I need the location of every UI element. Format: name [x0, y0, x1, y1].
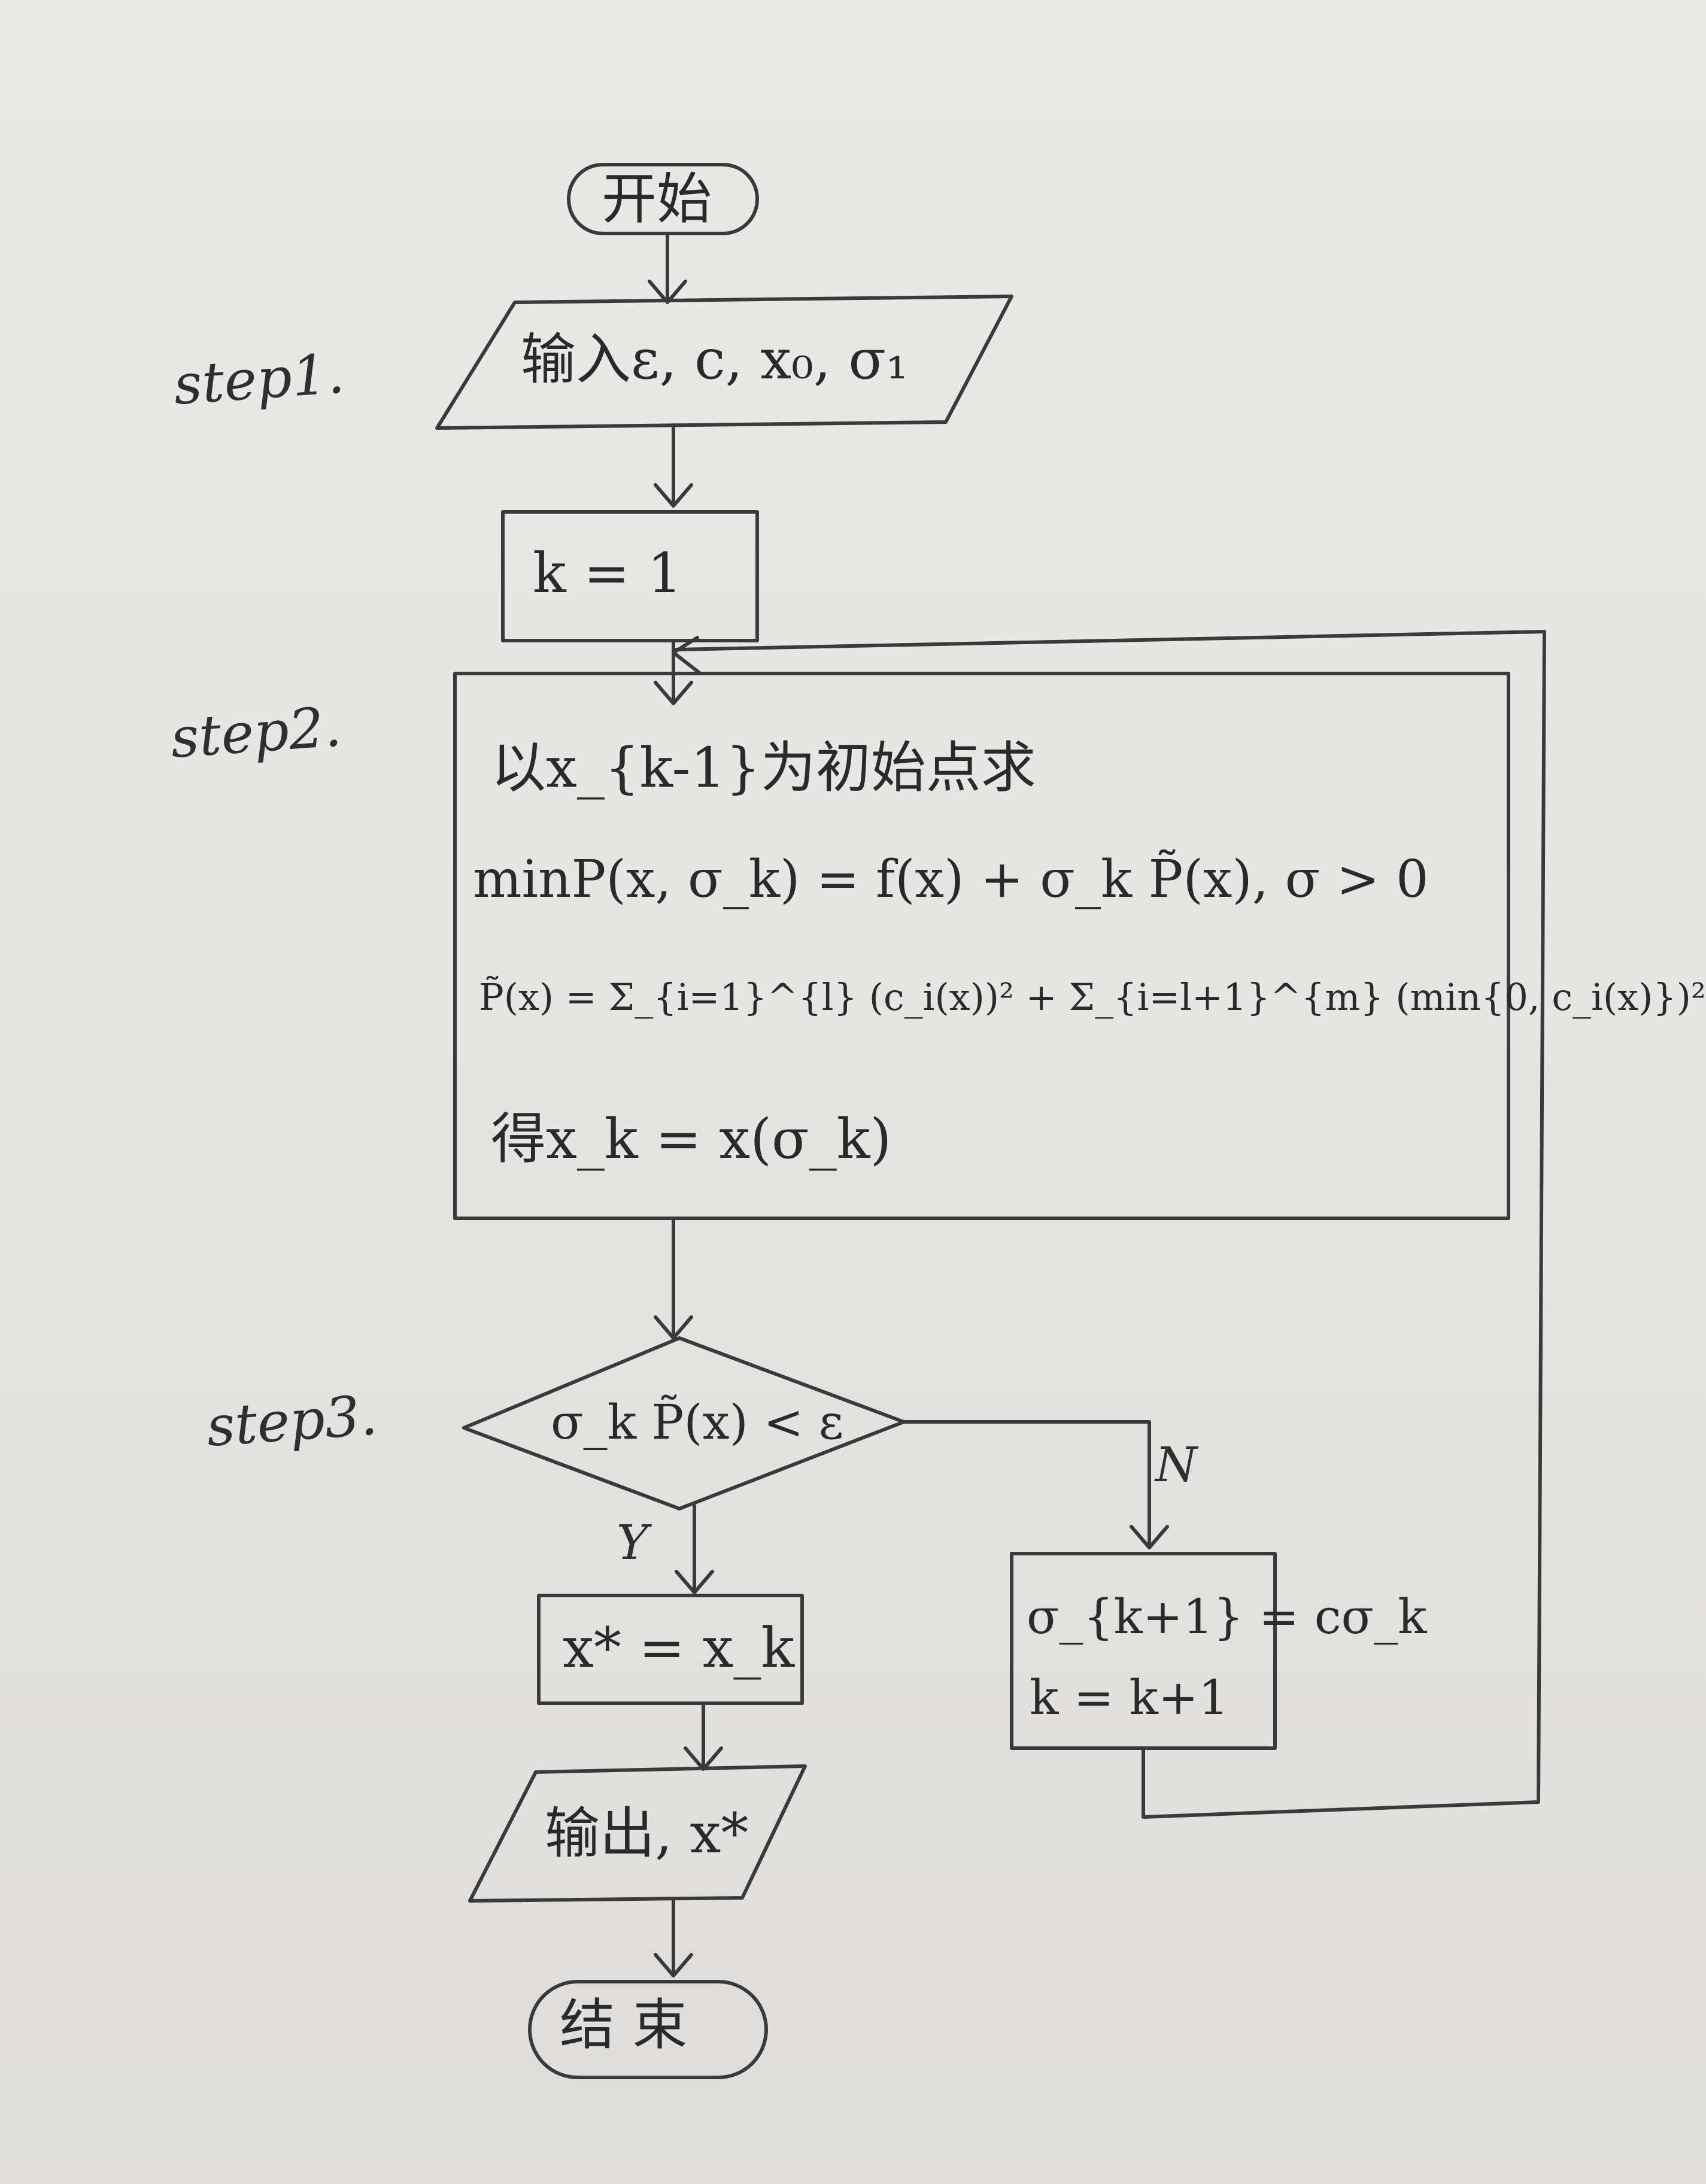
- result-text: x* = x_k: [563, 1616, 795, 1680]
- output-text: 输出, x*: [545, 1801, 749, 1866]
- yes-label: Y: [617, 1515, 648, 1570]
- result-box: [537, 1594, 804, 1705]
- process-line1: 以x_{k-1}为初始点求: [491, 736, 1036, 800]
- process-box: [453, 672, 1510, 1220]
- process-line2: minP(x, σ_k) = f(x) + σ_k P̃(x), σ > 0: [473, 850, 1429, 909]
- step3-label: step3.: [204, 1383, 380, 1459]
- process-line4: 得x_k = x(σ_k): [491, 1107, 892, 1171]
- decision-text: σ_k P̃(x) < ε: [551, 1394, 844, 1450]
- update-line1: σ_{k+1} = cσ_k: [1027, 1589, 1427, 1645]
- arrowhead-loop-back: [672, 636, 702, 675]
- input-parallelogram: [435, 295, 1013, 430]
- start-terminal: [567, 163, 759, 235]
- end-terminal: [528, 1980, 768, 2079]
- init-text: k = 1: [533, 541, 682, 605]
- step1-label: step1.: [171, 341, 347, 417]
- arrowhead-start-input: [648, 280, 687, 304]
- arrowhead-decision-result: [675, 1570, 714, 1594]
- output-parallelogram: [468, 1764, 807, 1903]
- arrowhead-process-decision: [654, 1315, 693, 1340]
- flowchart-canvas: [435, 163, 1546, 2079]
- input-text: 输入ε, c, x₀, σ₁: [521, 327, 909, 392]
- arrowhead-input-init: [654, 483, 693, 508]
- arrowhead-output-end: [654, 1953, 693, 1977]
- process-line3: P̃(x) = Σ_{i=1}^{l} (c_i(x))² + Σ_{i=l+1…: [479, 975, 1706, 1019]
- update-line2: k = k+1: [1030, 1670, 1229, 1725]
- step2-label: step2.: [168, 694, 344, 771]
- start-text: 开始: [602, 167, 712, 231]
- decision-diamond: [462, 1336, 906, 1510]
- no-label: N: [1155, 1437, 1197, 1493]
- arrowhead-decision-update: [1130, 1525, 1169, 1549]
- arrowhead-init-process: [654, 681, 693, 705]
- init-box: [501, 510, 759, 642]
- loop-back-line: [675, 630, 1546, 1819]
- arrow-decision-update: [902, 1420, 1151, 1546]
- end-text: 结 束: [560, 1993, 688, 2057]
